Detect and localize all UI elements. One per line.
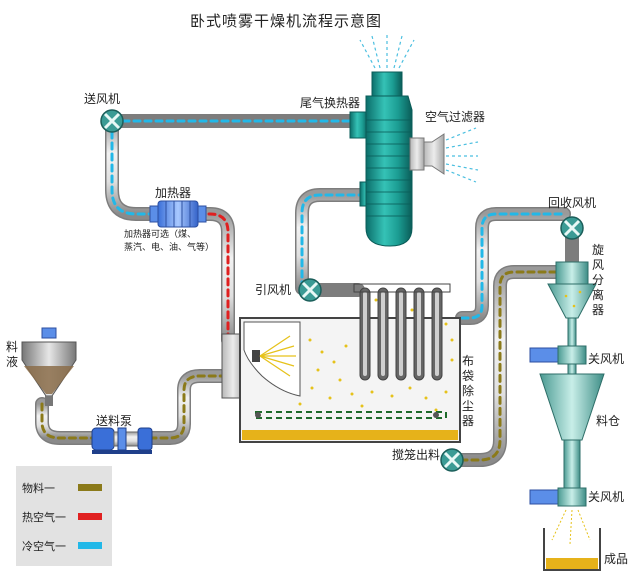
dryer-chamber [221, 283, 461, 443]
legend-label-hot-air: 热空气一 [22, 511, 66, 524]
cyclone-separator [547, 261, 597, 349]
legend-swatch-hot-air [78, 513, 102, 520]
legend-label-cold-air: 冷空气一 [22, 540, 66, 553]
pipe-hx-to-induced [295, 188, 372, 295]
material-bin-label: 料仓 [596, 414, 621, 428]
cyclone-label: 旋风分离器 [592, 243, 605, 317]
exhaust-hx-label: 尾气换热器 [300, 96, 361, 110]
fans [100, 109, 584, 472]
pipes [35, 114, 579, 467]
material-flow [460, 270, 558, 462]
recovery-fan [560, 216, 584, 240]
legend-swatch-material [78, 484, 102, 491]
upper-airlock-label: 关风机 [588, 352, 625, 366]
page-title: 卧式喷雾干燥机流程示意图 [190, 12, 383, 30]
blower-label: 送风机 [84, 92, 121, 106]
legend-label-material: 物料一 [22, 482, 55, 495]
bag-filter-label: 布袋除尘器 [462, 354, 475, 428]
feed-hopper [21, 327, 77, 406]
recovery-fan-label: 回收风机 [548, 196, 597, 210]
rotary-valves [529, 345, 587, 507]
exhaust-plume [359, 34, 415, 69]
screw-discharge-label: 搅笼出料 [392, 448, 441, 462]
product-label: 成品 [604, 552, 629, 566]
feed-pump-label: 送料泵 [96, 414, 133, 428]
blower-fan [100, 109, 124, 133]
feed-liquid-label: 料液 [6, 340, 19, 369]
powder-particles [298, 298, 454, 412]
screw-discharge-fan [440, 448, 464, 472]
exhaust-heat-exchanger [349, 34, 415, 247]
heater-note-line1: 加热器可选（煤、 [124, 230, 197, 240]
legend-swatch-cold-air [78, 542, 102, 549]
induced-fan [298, 278, 322, 302]
material-bin [539, 363, 605, 545]
air-filter-unit [409, 127, 479, 183]
heater-note-line2: 蒸汽、电、油、气等） [124, 243, 215, 253]
heater-label: 加热器 [155, 186, 192, 200]
hot-air-flow [196, 212, 230, 342]
feed-pump [91, 427, 153, 454]
heater-unit [149, 200, 207, 228]
induced-fan-label: 引风机 [255, 283, 292, 297]
air-filter-label: 空气过滤器 [425, 110, 486, 124]
product-container [543, 528, 601, 571]
lower-airlock-label: 关风机 [588, 490, 625, 504]
legend: 物料一 热空气一 冷空气一 [16, 466, 112, 566]
